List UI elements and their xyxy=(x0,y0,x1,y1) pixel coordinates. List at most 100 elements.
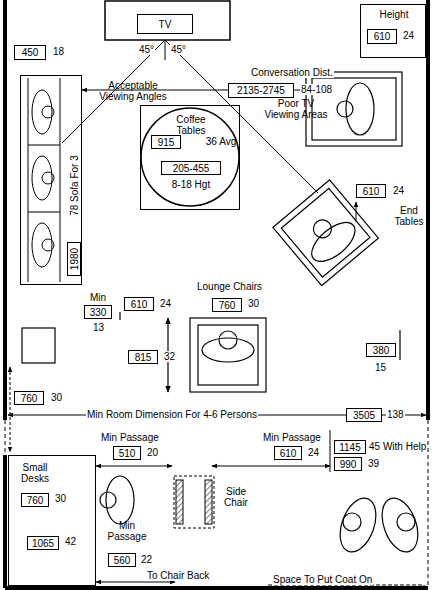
dimension-box: 760 xyxy=(14,391,44,405)
drawing-stroke xyxy=(310,216,335,241)
dimension-box: 610 xyxy=(274,446,302,460)
drawing-stroke xyxy=(3,455,7,588)
dimension-label: Poor TV Viewing Areas xyxy=(262,98,330,120)
dimension-value: 610 xyxy=(363,186,380,197)
dimension-box: 3505 xyxy=(346,408,382,422)
node-text: Coffee Tables xyxy=(161,114,221,136)
dimension-box: 510 xyxy=(113,446,141,460)
dimension-box: 915 xyxy=(151,135,181,149)
sofa xyxy=(28,78,60,282)
dimension-value: 815 xyxy=(135,352,152,363)
drawing-stroke xyxy=(3,0,7,420)
dimension-box: 1145 xyxy=(334,440,366,454)
drawing-stroke xyxy=(281,188,370,277)
drawing-stroke xyxy=(60,78,61,282)
drawing-stroke xyxy=(42,106,54,118)
dimension-box: 330 xyxy=(84,305,112,319)
drawing-stroke xyxy=(198,325,258,385)
dimension-box: 815 xyxy=(128,350,158,364)
dimension-box: 610 xyxy=(367,29,397,44)
drawing-stroke xyxy=(176,480,183,524)
coffee-table xyxy=(141,108,239,206)
drawing-stroke xyxy=(343,513,361,531)
dimension-box: 760 xyxy=(21,493,49,507)
dimension-label: 45° xyxy=(138,44,155,55)
drawing-stroke xyxy=(268,585,424,588)
dimension-label: 15 xyxy=(374,362,387,373)
drawing-stroke xyxy=(428,420,429,588)
drawing-stroke xyxy=(28,145,60,146)
drawing-stroke xyxy=(42,172,54,184)
walls xyxy=(5,0,428,588)
dimension-label: 20 xyxy=(146,447,159,458)
drawing-stroke xyxy=(100,492,116,508)
dimension-value: 610 xyxy=(280,448,297,459)
dimension-label: 45° xyxy=(170,44,187,55)
drawing-stroke xyxy=(219,331,237,349)
drawing-stroke xyxy=(141,108,239,206)
drawing-stroke xyxy=(337,101,353,117)
dimension-label: 45 With Help xyxy=(368,441,427,452)
side-chair xyxy=(174,476,214,528)
dimension-box: 1980 xyxy=(67,242,81,276)
dimension-label: 30 xyxy=(54,493,67,504)
dimension-box: 450 xyxy=(14,45,46,60)
dimension-label: 18 xyxy=(52,46,65,57)
drawing-stroke xyxy=(105,1,230,40)
dimension-label: 22 xyxy=(140,554,153,565)
dimension-label: 24 xyxy=(392,185,405,196)
dimension-value: 760 xyxy=(27,495,44,506)
dimension-box: 205-455 xyxy=(161,161,221,175)
dimension-label: 32 xyxy=(163,351,176,362)
dimension-value: 610 xyxy=(374,31,391,42)
dimension-label: 24 xyxy=(307,447,320,458)
dimension-box: 610 xyxy=(356,184,386,198)
dimension-label: 84-108 xyxy=(300,84,333,95)
dimension-label: Space To Put Coat On xyxy=(272,574,373,585)
dimension-label: 24 xyxy=(159,298,172,309)
node-text: 78 Sofa For 3 xyxy=(69,131,80,241)
dimension-value: 1145 xyxy=(339,442,361,453)
dimension-label: 30 xyxy=(50,392,63,403)
desk-person xyxy=(100,476,134,524)
drawing-stroke xyxy=(426,0,430,420)
tv-cabinet xyxy=(105,1,230,40)
drawing-stroke xyxy=(42,239,54,251)
dimension-value: 1065 xyxy=(32,538,54,549)
dimension-box: 560 xyxy=(108,553,136,567)
drawing-stroke xyxy=(397,513,415,531)
dimension-value: 510 xyxy=(119,448,136,459)
drawing-stroke xyxy=(190,318,266,392)
outline-box: Coffee Tables36 Avg8-18 Hgt915205-455 xyxy=(140,105,240,210)
drawing-stroke xyxy=(5,586,428,590)
dimension-value: 205-455 xyxy=(173,163,210,174)
dimension-label: Min xyxy=(89,292,107,303)
dimension-value: 915 xyxy=(158,137,175,148)
dimension-label: Min Room Dimension For 4-6 Persons xyxy=(86,409,258,420)
dimension-label: 24 xyxy=(402,30,415,41)
drawing-stroke xyxy=(375,493,424,557)
dimension-box: 2135-2745 xyxy=(228,83,294,98)
dimension-label: 42 xyxy=(64,536,77,547)
dimension-box: 760 xyxy=(212,298,242,312)
coat-people xyxy=(268,493,425,588)
dimension-value: TV xyxy=(159,19,172,30)
dimension-box: TV xyxy=(137,14,193,34)
drawing-stroke xyxy=(212,466,330,467)
dimension-label: Side Chair xyxy=(218,486,254,508)
drawing-stroke xyxy=(174,476,214,528)
dimension-label: Lounge Chairs xyxy=(196,281,263,292)
dimension-label: To Chair Back xyxy=(146,570,210,581)
drawing-stroke xyxy=(10,367,11,452)
end-table xyxy=(22,328,55,363)
outline-box: 78 Sofa For 31980 xyxy=(20,75,82,285)
drawing-stroke xyxy=(96,466,172,467)
drawing-stroke xyxy=(346,83,374,135)
dimension-lines xyxy=(8,367,426,582)
dimension-value: 2135-2745 xyxy=(237,85,285,96)
dimension-box: 1065 xyxy=(27,536,59,550)
drawing-stroke xyxy=(330,430,331,472)
dimension-value: 990 xyxy=(340,459,357,470)
outline-box: Small Desks7601065 xyxy=(8,455,96,586)
